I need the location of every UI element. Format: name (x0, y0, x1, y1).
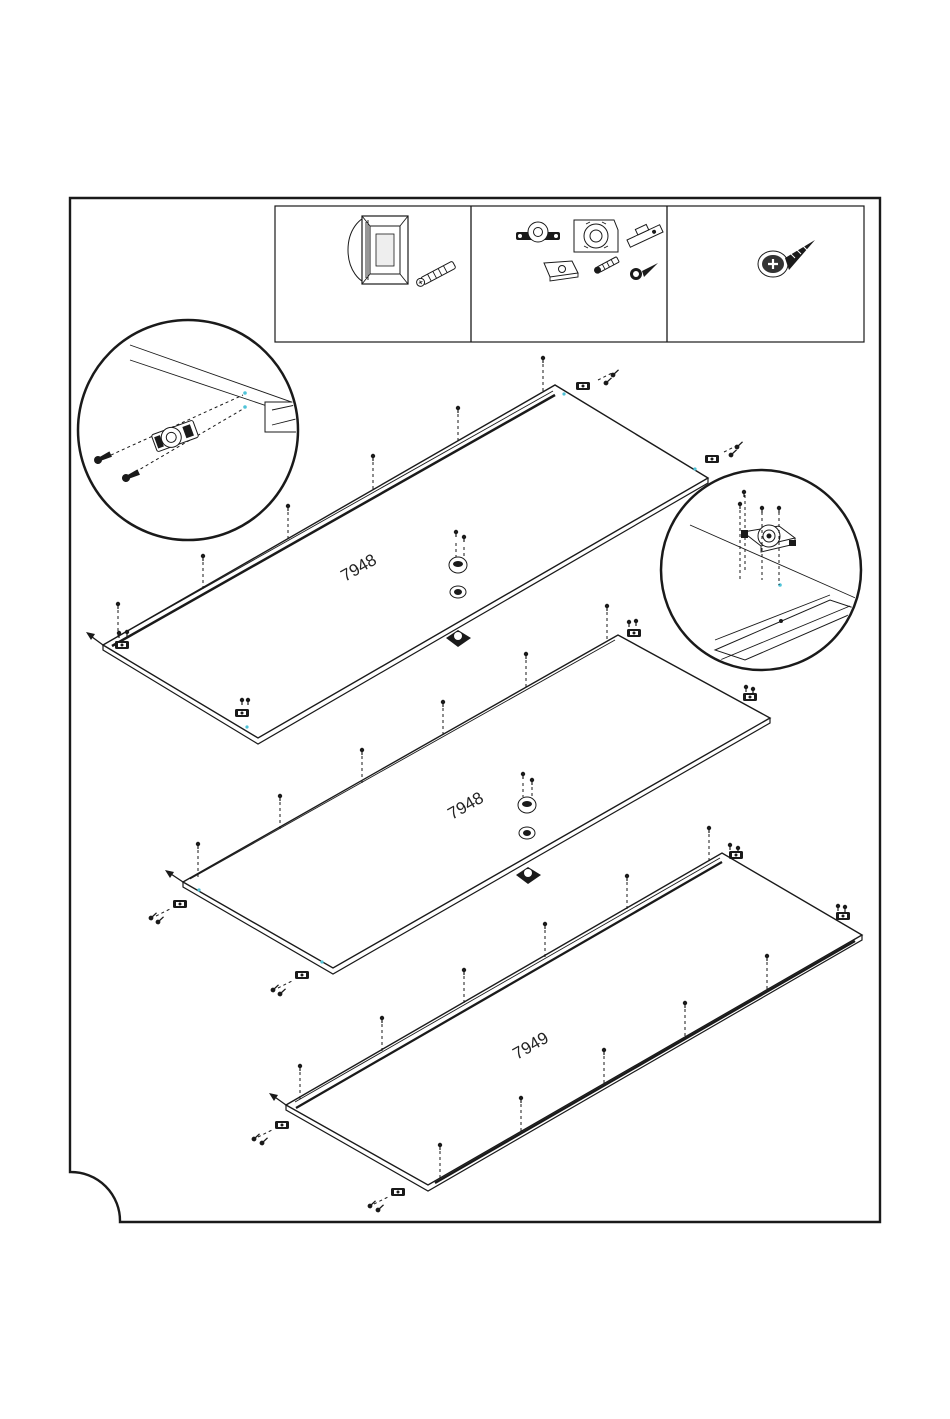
detail-connector-fitting-icon (661, 470, 861, 670)
detail-cam-fitting-icon (78, 320, 300, 540)
cam-lock-and-dowel-icon (348, 216, 456, 288)
screw-icon (758, 240, 815, 277)
hardware-box (275, 206, 864, 342)
connector-fittings-icon (516, 219, 663, 281)
